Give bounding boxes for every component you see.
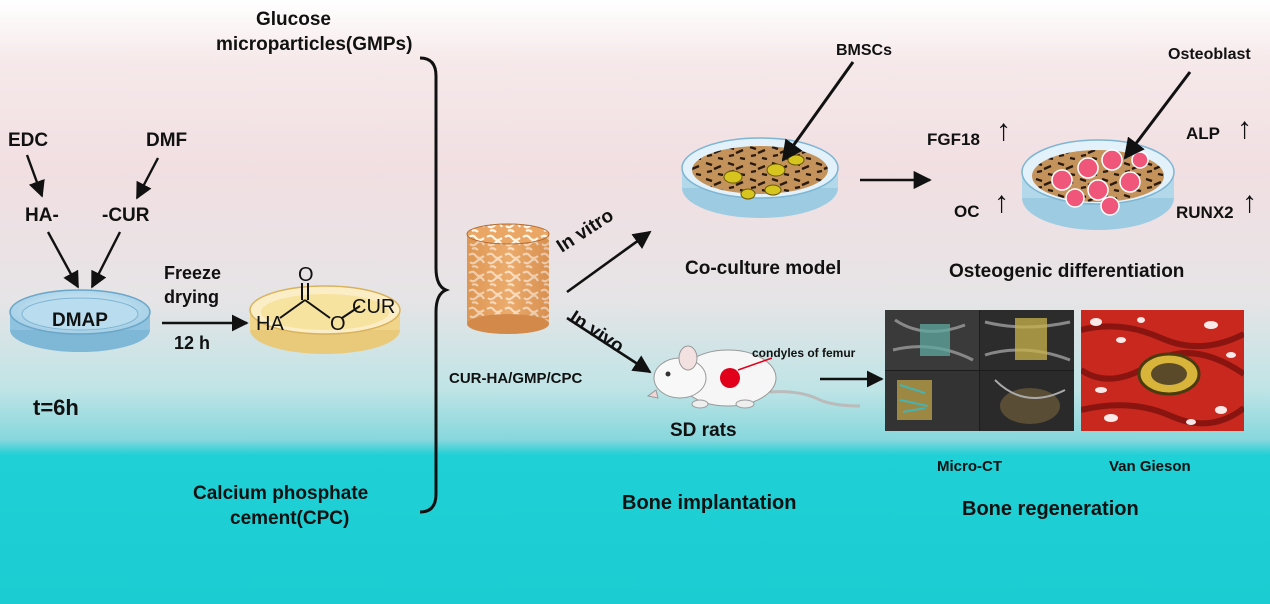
- sd-rat: [646, 345, 861, 409]
- ha-to-dish-arrow: [46, 231, 80, 289]
- in-vitro-arrow: [566, 230, 652, 294]
- van-gieson-stain: [1081, 310, 1244, 431]
- co-culture-dish: [681, 137, 839, 218]
- micro-ct-label: Micro-CT: [937, 458, 1002, 475]
- van-gieson-image: [1081, 310, 1244, 431]
- dmap-label: DMAP: [52, 310, 108, 331]
- sd-rats-label: SD rats: [670, 420, 737, 441]
- glucose-label: Glucose: [256, 9, 331, 30]
- van-gieson-label: Van Gieson: [1109, 458, 1191, 475]
- freeze-label: Freeze: [164, 263, 222, 283]
- femur-pointer-line: [737, 357, 773, 371]
- grouping-brace: [419, 56, 451, 514]
- dmf-label: DMF: [146, 130, 188, 151]
- femur-label: condyles of femur: [752, 346, 856, 360]
- scaffold-label: CUR-HA/GMP/CPC: [449, 370, 583, 387]
- cur-to-dish-arrow: [90, 231, 122, 289]
- curcumin-conjugate-structure: [279, 283, 361, 319]
- dmf-arrow: [135, 157, 160, 200]
- bone-implantation-label: Bone implantation: [622, 492, 797, 514]
- fgf18-up-arrow: ↑: [996, 114, 1011, 147]
- scaffold-cylinder: [466, 223, 550, 334]
- dmap-petri-dish: [9, 289, 151, 352]
- runx2-label: RUNX2: [1176, 203, 1234, 222]
- cur-label: -CUR: [102, 205, 150, 226]
- cpc-label-line2: cement(CPC): [230, 508, 350, 529]
- molecule-ha: HA: [256, 313, 284, 335]
- fgf18-label: FGF18: [927, 130, 980, 149]
- edc-arrow: [25, 154, 45, 198]
- gmps-label: microparticles(GMPs): [216, 34, 413, 55]
- alp-up-arrow: ↑: [1237, 112, 1252, 145]
- implant-site-marker: [720, 368, 740, 388]
- ha-label: HA-: [25, 205, 59, 226]
- osteoblast-label: Osteoblast: [1168, 46, 1251, 63]
- molecule-cur: CUR: [352, 296, 396, 318]
- bone-regeneration-label: Bone regeneration: [962, 498, 1139, 520]
- micro-ct-image: [885, 310, 1074, 431]
- molecule-o-mid: O: [330, 313, 346, 335]
- duration-label: 12 h: [174, 333, 211, 353]
- cpc-label-line1: Calcium phosphate: [193, 483, 369, 504]
- edc-label: EDC: [8, 130, 49, 151]
- molecule-o-top: O: [298, 264, 314, 286]
- bmscs-pointer-arrow: [781, 61, 855, 162]
- osteoblast-pointer-arrow: [1123, 71, 1192, 160]
- alp-label: ALP: [1186, 124, 1220, 143]
- reaction-time-label: t=6h: [33, 395, 79, 420]
- co-culture-label: Co-culture model: [685, 258, 842, 279]
- micro-ct-scan: [885, 310, 1074, 431]
- bmscs-label: BMSCs: [836, 42, 893, 59]
- runx2-up-arrow: ↑: [1242, 186, 1257, 219]
- osteogenic-label: Osteogenic differentiation: [949, 261, 1185, 282]
- in-vivo-arrow: [566, 316, 652, 374]
- product-petri-dish: [249, 285, 401, 354]
- osteoblast-cells: [1051, 149, 1149, 216]
- drying-label: drying: [164, 287, 220, 307]
- oc-label: OC: [954, 202, 980, 221]
- oc-up-arrow: ↑: [994, 186, 1009, 219]
